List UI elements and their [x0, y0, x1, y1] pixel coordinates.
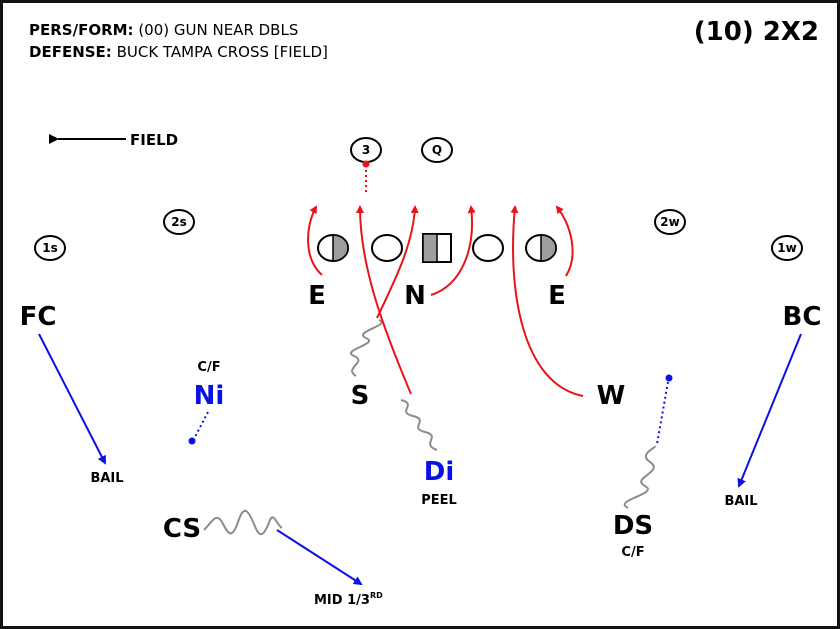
receiver-2s-label: 2s: [171, 215, 187, 229]
fc-bail-path: [38, 333, 106, 465]
nose-rush: [430, 205, 476, 296]
personnel-label: PERS/FORM:: [29, 21, 134, 39]
s-motion: [350, 319, 383, 377]
defense-line: DEFENSE: BUCK TAMPA CROSS [FIELD]: [29, 41, 328, 63]
receiver-1w: 1w: [771, 235, 803, 261]
w-label: W: [597, 381, 626, 411]
coverage-paths: [38, 333, 802, 586]
cs-motion: [203, 510, 283, 535]
field-label: FIELD: [130, 131, 178, 149]
ni-drop-path: [194, 411, 209, 438]
personnel-line: PERS/FORM: (00) GUN NEAR DBLS: [29, 19, 328, 41]
center: [422, 233, 452, 263]
s-label: S: [351, 381, 370, 411]
w-rush: [510, 205, 584, 397]
motion-squiggles: [203, 319, 657, 535]
ni-assignment: C/F: [197, 360, 220, 375]
di-rush: [356, 205, 412, 395]
receiver-2w-label: 2w: [660, 215, 679, 229]
defense-label: DEFENSE:: [29, 43, 112, 61]
di-label: Di: [424, 457, 455, 487]
receiver-1w-label: 1w: [777, 241, 796, 255]
right-end-rush: [555, 205, 574, 277]
di-motion: [400, 399, 438, 451]
di-assignment: PEEL: [421, 493, 457, 508]
ds-label: DS: [613, 511, 653, 541]
cs-assignment-main: MID 1/3: [314, 593, 370, 608]
receiver-1s-label: 1s: [42, 241, 58, 255]
right-end-label: E: [548, 281, 566, 311]
back-3-route-dot: [362, 160, 370, 168]
nose-label: N: [404, 281, 426, 311]
fc-assignment: BAIL: [90, 471, 123, 486]
left-end-label: E: [308, 281, 326, 311]
diagram-canvas: FIELD 3 Q: [20, 131, 822, 608]
cs-label: CS: [163, 514, 201, 544]
rush-paths: [307, 160, 584, 397]
s-rush: [376, 205, 419, 319]
ds-drop-dot: [665, 374, 673, 382]
receiver-2s: 2s: [163, 209, 195, 235]
right-guard: [472, 234, 504, 262]
ni-drop-dot: [188, 437, 196, 445]
back-3-label: 3: [362, 143, 370, 157]
back-q-label: Q: [432, 143, 442, 157]
ds-assignment: C/F: [621, 545, 644, 560]
offensive-line: [317, 233, 557, 263]
cs-assignment: MID 1/3RD: [314, 591, 383, 608]
grouping-title: (10) 2X2: [693, 17, 819, 47]
receiver-2w: 2w: [654, 209, 686, 235]
right-tackle: [525, 234, 557, 262]
left-end-rush: [307, 205, 323, 276]
left-tackle: [317, 234, 349, 262]
fc-label: FC: [20, 302, 57, 332]
back-q: Q: [421, 137, 453, 163]
ds-motion: [623, 445, 657, 509]
bc-bail-path: [737, 333, 802, 488]
personnel-value: (00) GUN NEAR DBLS: [138, 21, 299, 39]
left-guard: [371, 234, 403, 262]
field-direction: FIELD: [49, 131, 178, 149]
receiver-1s: 1s: [34, 235, 66, 261]
cs-mid-third-path: [276, 529, 363, 586]
bc-label: BC: [783, 302, 822, 332]
defense-value: BUCK TAMPA CROSS [FIELD]: [116, 43, 328, 61]
cs-assignment-superscript: RD: [370, 591, 383, 600]
play-header: PERS/FORM: (00) GUN NEAR DBLS DEFENSE: B…: [29, 19, 328, 63]
back-3: 3: [350, 137, 382, 163]
bc-assignment: BAIL: [724, 494, 757, 509]
ni-label: Ni: [194, 381, 225, 411]
ds-drop-path: [656, 381, 669, 445]
